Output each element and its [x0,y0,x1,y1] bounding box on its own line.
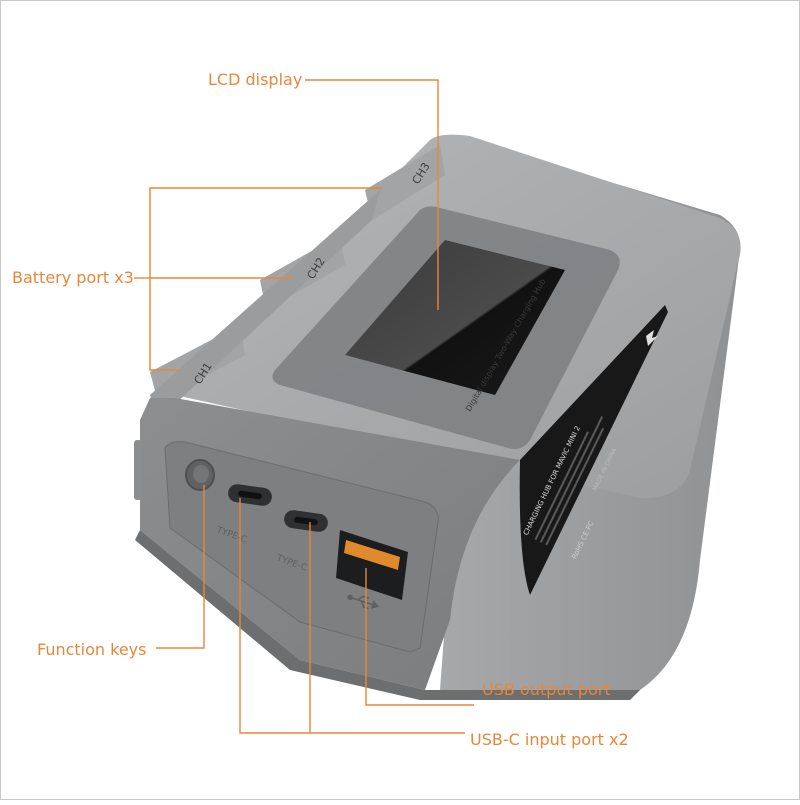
battery-slot-ch3 [365,145,445,220]
lcd-callout-line [305,79,439,310]
function-key-callout-line [156,485,205,649]
function-keys-label: Function keys [37,640,147,659]
usbc-input-callout-line [239,498,465,734]
brand-logo-icon [646,330,658,346]
battery-port-label: Battery port x3 [12,268,134,287]
device-left-face [150,190,380,420]
device-front-bottom [135,530,640,700]
usbc-input-label: USB-C input port x2 [470,730,629,749]
side-latch [134,440,142,500]
usb-output-callout-line [365,568,474,706]
usb-icon [347,594,380,610]
battery-callout-bracket [149,187,382,371]
callout-lines [134,79,474,734]
usb-output-label: USB output port [482,680,611,699]
lcd-display-label: LCD display [208,70,303,89]
lcd-screen [345,240,565,395]
